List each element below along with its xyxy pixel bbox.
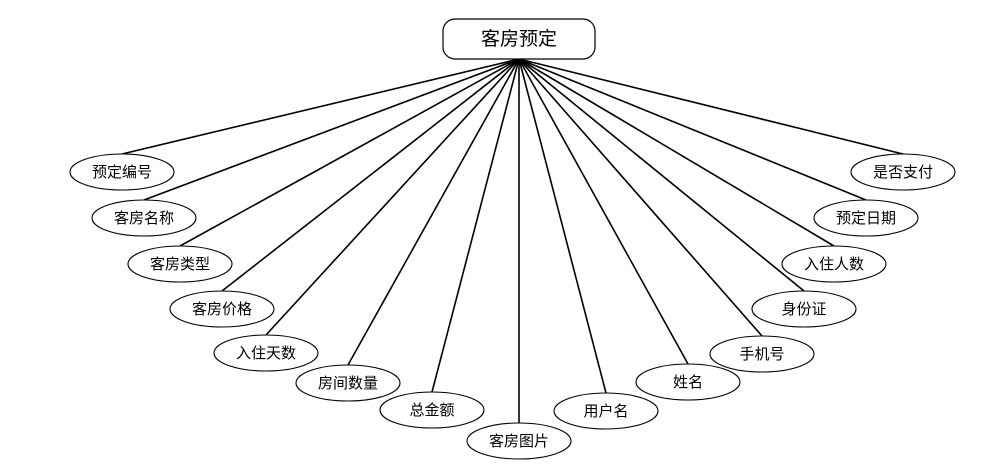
entity-box	[442, 18, 596, 60]
connector-line	[221, 58, 520, 292]
attribute-ellipse	[781, 245, 887, 283]
attribute-label: 预定日期	[836, 209, 896, 227]
connector-line	[518, 58, 904, 155]
attribute-ellipse	[295, 364, 401, 402]
connector-line	[518, 58, 689, 365]
connector-line	[347, 58, 520, 366]
attribute-node: 身份证	[751, 290, 857, 328]
connector-line	[518, 58, 867, 201]
attribute-ellipse	[466, 422, 572, 460]
attribute-ellipse	[379, 391, 485, 429]
attribute-node: 客房名称	[91, 199, 197, 237]
attribute-ellipse	[213, 334, 319, 372]
attribute-ellipse	[813, 199, 919, 237]
attribute-ellipse	[91, 199, 197, 237]
attribute-ellipse	[127, 245, 233, 283]
connector-line	[265, 58, 520, 336]
connector-line	[431, 58, 520, 393]
attribute-node: 客房图片	[466, 422, 572, 460]
attribute-label: 预定编号	[92, 163, 152, 181]
attribute-ellipse	[169, 290, 275, 328]
attribute-label: 是否支付	[873, 163, 933, 181]
connector-line	[143, 58, 520, 201]
attribute-label: 总金额	[409, 401, 454, 419]
entity-group: 客房预定	[442, 18, 596, 60]
connector-line	[518, 58, 763, 337]
connector-line	[518, 58, 805, 292]
attribute-node: 客房价格	[169, 290, 275, 328]
attribute-ellipse	[709, 335, 815, 373]
connector-line	[518, 58, 607, 394]
attribute-label: 客房图片	[489, 432, 549, 450]
attribute-label: 客房类型	[150, 255, 210, 273]
attribute-node: 入住人数	[781, 245, 887, 283]
attribute-node: 姓名	[635, 363, 741, 401]
attribute-node: 房间数量	[295, 364, 401, 402]
attribute-label: 用户名	[583, 402, 628, 420]
attribute-label: 房间数量	[318, 374, 378, 392]
attribute-node: 用户名	[553, 392, 659, 430]
attribute-node: 入住天数	[213, 334, 319, 372]
attribute-label: 入住天数	[236, 344, 296, 362]
attribute-label: 入住人数	[804, 255, 864, 273]
attribute-node: 预定编号	[69, 153, 175, 191]
attribute-label: 身份证	[781, 300, 826, 318]
attribute-ellipse	[850, 153, 956, 191]
attribute-label: 手机号	[739, 345, 784, 363]
attribute-node: 是否支付	[850, 153, 956, 191]
attribute-label: 姓名	[673, 373, 703, 391]
entity-label: 客房预定	[481, 28, 557, 50]
attribute-node: 预定日期	[813, 199, 919, 237]
connector-line	[179, 58, 520, 247]
connector-group	[121, 58, 904, 423]
attribute-label: 客房价格	[192, 300, 252, 318]
connector-line	[121, 58, 520, 155]
attribute-ellipse	[635, 363, 741, 401]
attribute-ellipse	[69, 153, 175, 191]
attribute-node: 客房类型	[127, 245, 233, 283]
attribute-node: 总金额	[379, 391, 485, 429]
attribute-ellipse	[751, 290, 857, 328]
attribute-ellipse	[553, 392, 659, 430]
attribute-label: 客房名称	[114, 209, 174, 227]
attribute-node: 手机号	[709, 335, 815, 373]
connector-line	[518, 58, 835, 247]
